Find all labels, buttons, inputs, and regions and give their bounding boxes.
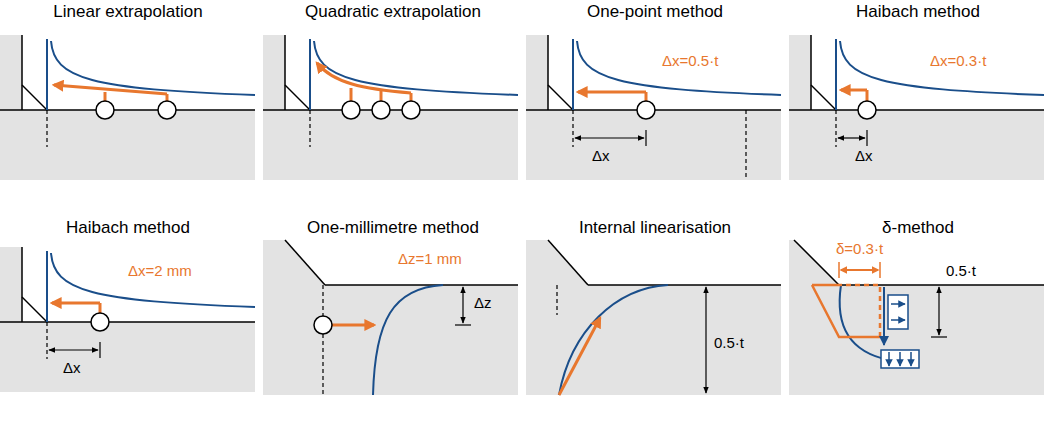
panel-title: δ-method <box>882 218 954 238</box>
panel-title: Haibach method <box>856 2 980 22</box>
panel-haibach-mm <box>0 247 255 392</box>
dimension-label: Δz <box>474 294 492 311</box>
panel-delta <box>789 240 1044 395</box>
panel-title: Linear extrapolation <box>53 2 202 22</box>
panel-quadratic <box>263 35 518 180</box>
dimension-label: Δx <box>592 147 610 164</box>
panel-one-point <box>526 35 781 180</box>
offset-label: Δx=2 mm <box>128 262 192 279</box>
dimension-label: 0.5·t <box>946 262 976 279</box>
offset-label: Δx=0.3·t <box>930 52 986 69</box>
dimension-label: Δx <box>63 359 81 376</box>
panel-title: Quadratic extrapolation <box>305 2 481 22</box>
panel-haibach-t <box>789 35 1044 180</box>
panel-linear <box>0 35 255 180</box>
dimension-label: Δx <box>855 147 873 164</box>
panel-title: Internal linearisation <box>579 218 731 238</box>
panel-one-mm <box>263 240 518 395</box>
dimension-label: 0.5·t <box>714 334 744 351</box>
offset-label: δ=0.3·t <box>836 240 883 257</box>
panel-title: One-point method <box>587 2 723 22</box>
offset-label: Δz=1 mm <box>398 250 462 267</box>
panel-title: One-millimetre method <box>307 218 479 238</box>
panel-linearisation <box>526 240 781 395</box>
panel-title: Haibach method <box>66 218 190 238</box>
offset-label: Δx=0.5·t <box>662 52 718 69</box>
